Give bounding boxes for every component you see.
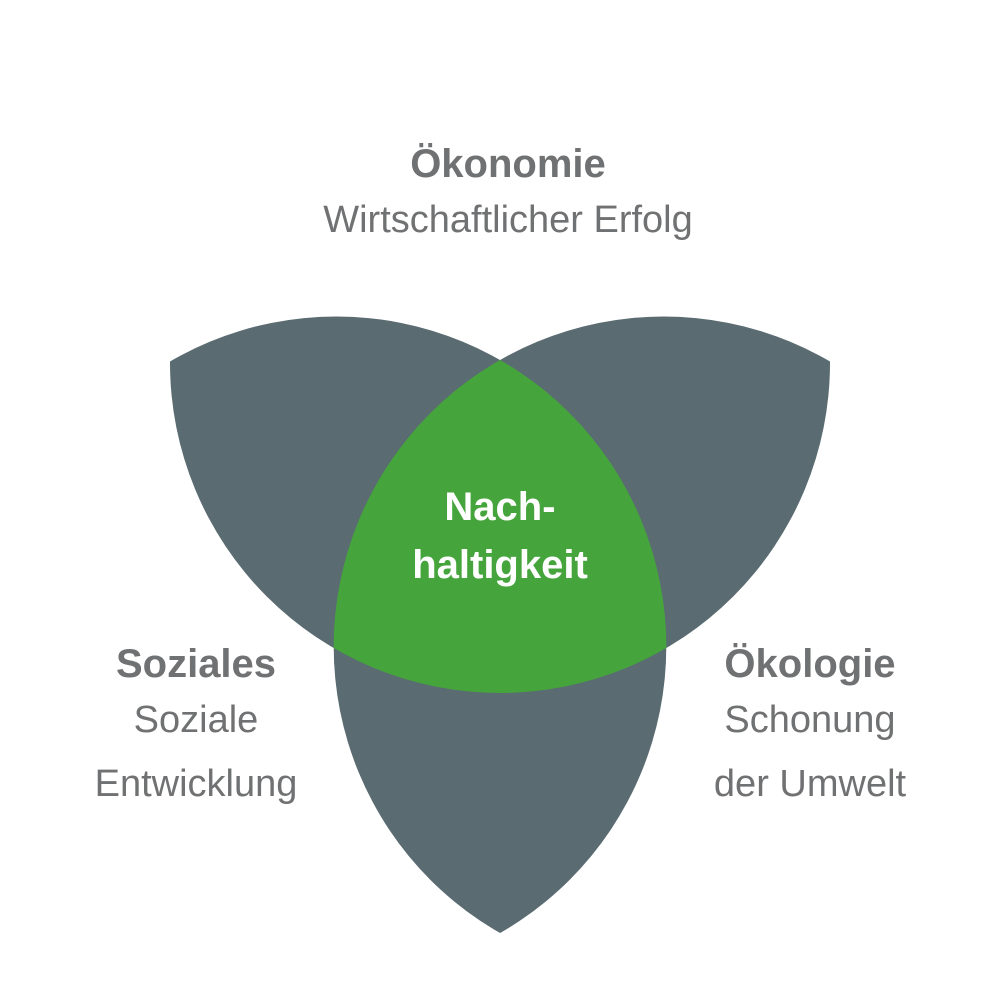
- pillar-subtitle: Schonung: [724, 699, 896, 741]
- center-label-line1: Nach-: [444, 485, 556, 529]
- center-label-line2: haltigkeit: [412, 543, 588, 587]
- center-region: [333, 316, 667, 693]
- pillar-soziales: Soziales Soziale Entwicklung: [95, 640, 298, 816]
- center-label: Nach- haltigkeit: [412, 478, 588, 594]
- pillar-title: Ökonomie: [410, 142, 606, 186]
- pillar-subtitle: Wirtschaftlicher Erfolg: [323, 199, 693, 241]
- pillar-subtitle: Entwicklung: [94, 763, 298, 805]
- pillar-subtitle: der Umwelt: [713, 763, 907, 805]
- pillar-oekonomie: Ökonomie Wirtschaftlicher Erfolg: [323, 140, 693, 252]
- pillar-subtitle: Soziale: [133, 699, 259, 741]
- pillar-oekologie: Ökologie Schonung der Umwelt: [714, 640, 906, 816]
- pillar-title: Soziales: [115, 642, 277, 686]
- pillar-title: Ökologie: [724, 642, 896, 686]
